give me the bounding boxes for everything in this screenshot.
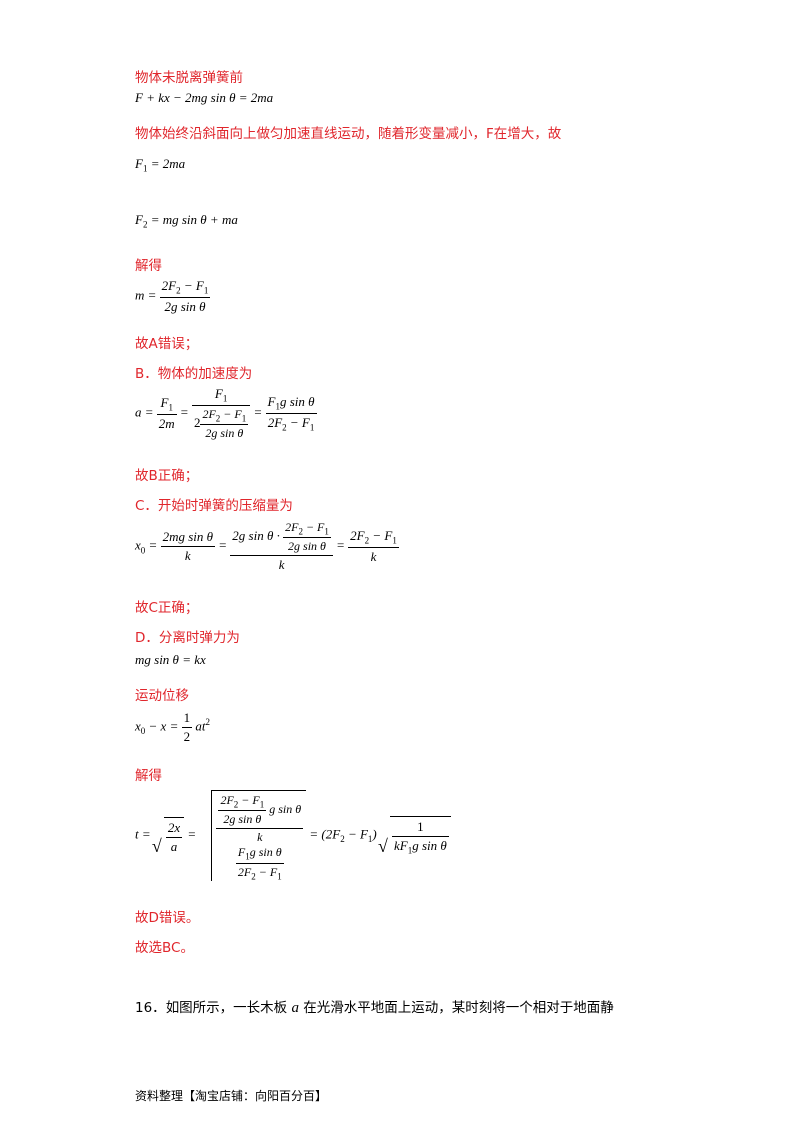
question-var: a	[291, 1000, 299, 1016]
text-line: D．分离时弹力为	[135, 630, 240, 646]
equation-f1: F1 = 2ma	[135, 156, 186, 174]
equation-force-balance: F + kx − 2mg sin θ = 2ma	[135, 90, 274, 105]
text-line: 故D错误。	[135, 910, 200, 926]
text-line: 解得	[135, 768, 162, 784]
question-number: 16．	[135, 1000, 166, 1016]
question-text: 在光滑水平地面上运动，某时刻将一个相对于地面静	[303, 1000, 614, 1016]
text-line: 故A错误；	[135, 336, 199, 352]
text-line: C．开始时弹簧的压缩量为	[135, 498, 293, 514]
question-16: 16．如图所示，一长木板 a 在光滑水平地面上运动，某时刻将一个相对于地面静	[135, 996, 614, 1017]
text-line: 物体始终沿斜面向上做匀加速直线运动，随着形变量减小，F在增大，故	[135, 126, 562, 142]
text-line: 故B正确；	[135, 468, 199, 484]
text-line: 物体未脱离弹簧前	[135, 70, 243, 86]
text-line: 故选BC。	[135, 940, 194, 956]
footer: 资料整理【淘宝店铺：向阳百分百】	[135, 1089, 328, 1103]
question-text: 如图所示，一长木板	[165, 1000, 288, 1016]
text-line: 解得	[135, 258, 162, 274]
equation-separation: mg sin θ = kx	[135, 652, 206, 667]
equation-f2: F2 = mg sin θ + ma	[135, 212, 238, 230]
text-line: 运动位移	[135, 688, 189, 704]
text-line: B．物体的加速度为	[135, 366, 253, 382]
text-line: 故C正确；	[135, 600, 199, 616]
